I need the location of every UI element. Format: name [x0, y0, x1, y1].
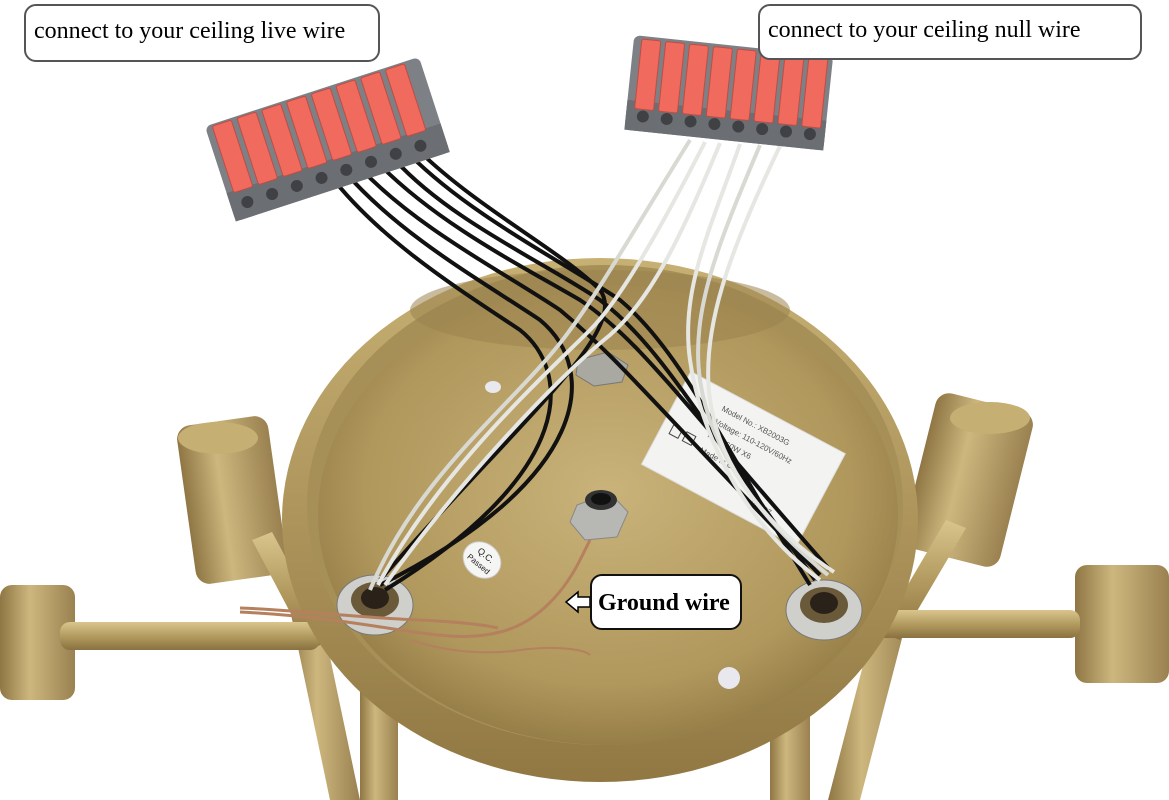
qc-passed-sticker: Q.C. Passed [462, 541, 502, 579]
ground-wire-callout: Ground wire [590, 574, 742, 630]
mounting-hole [485, 381, 501, 393]
left-arm-assembly [0, 416, 330, 700]
right-arm-assembly [860, 393, 1169, 683]
null-wires [368, 138, 836, 591]
null-wire-callout: connect to your ceiling null wire [758, 4, 1142, 60]
live-wire-callout: connect to your ceiling live wire [24, 4, 380, 62]
ground-wire [239, 539, 592, 656]
right-lever-connector [624, 35, 833, 151]
right-wire-grommet [785, 579, 863, 641]
mounting-hole [718, 667, 740, 689]
ground-screw [569, 490, 629, 541]
left-lever-connector [206, 58, 450, 222]
